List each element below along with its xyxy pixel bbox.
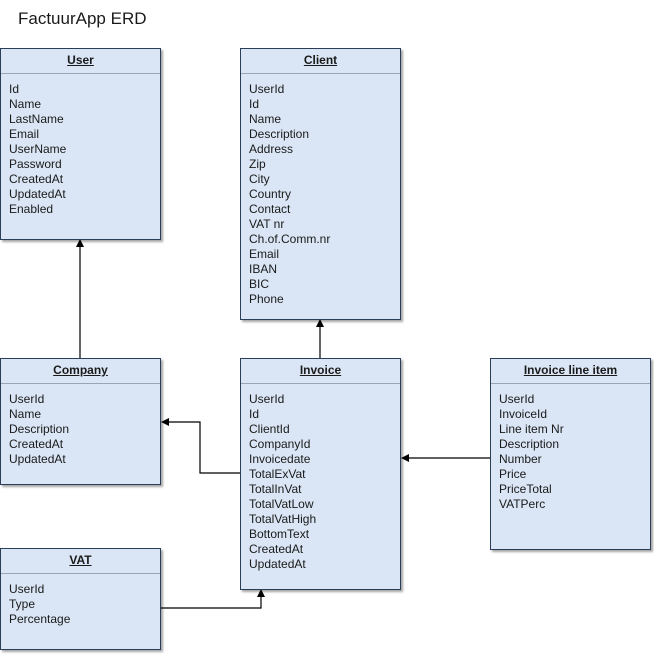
entity-field: Email <box>9 127 40 141</box>
entity-field: Zip <box>249 157 266 171</box>
entity-invoice-header: Invoice <box>241 359 400 384</box>
entity-field: Name <box>9 97 42 111</box>
entity-field: Email <box>249 247 280 261</box>
entity-field: BottomText <box>249 527 310 541</box>
entity-field: IBAN <box>249 262 278 276</box>
entity-field: Name <box>9 407 42 421</box>
connector-invoice-company <box>161 418 240 474</box>
entity-field: Description <box>9 422 70 436</box>
entity-field: Address <box>249 142 294 156</box>
entity-invoice-line-item-header: Invoice line item <box>491 359 650 384</box>
entity-field: Description <box>499 437 560 451</box>
entity-field: UpdatedAt <box>9 452 66 466</box>
entity-field: CreatedAt <box>249 542 304 556</box>
entity-field: PriceTotal <box>499 482 552 496</box>
entity-field: VATPerc <box>499 497 546 511</box>
entity-field: Price <box>499 467 527 481</box>
entity-user-header: User <box>1 49 160 74</box>
entity-field: TotalVatLow <box>249 497 314 511</box>
entity-field: InvoiceId <box>499 407 548 421</box>
entity-field: Description <box>249 127 310 141</box>
entity-field: UpdatedAt <box>9 187 66 201</box>
entity-field: UserName <box>9 142 67 156</box>
entity-field: UserId <box>9 392 45 406</box>
entity-field: Line item Nr <box>499 422 564 436</box>
entity-field: VAT nr <box>249 217 285 231</box>
entity-field: Number <box>499 452 542 466</box>
entity-field: UserId <box>249 82 285 96</box>
entity-field: Invoicedate <box>249 452 311 466</box>
entity-field: Contact <box>249 202 291 216</box>
entity-field: UserId <box>9 582 45 596</box>
entity-field: TotalExVat <box>249 467 306 481</box>
entity-field: Id <box>249 407 260 421</box>
entity-field: Name <box>249 112 282 126</box>
entity-field: ClientId <box>249 422 290 436</box>
entity-field: Enabled <box>9 202 54 216</box>
entity-field: Percentage <box>9 612 71 626</box>
entity-field: Id <box>9 82 20 96</box>
entity-vat-header: VAT <box>1 549 160 574</box>
entity-field: LastName <box>9 112 64 126</box>
entity-field: UserId <box>249 392 285 406</box>
entity-field: Type <box>9 597 36 611</box>
entity-field: Phone <box>249 292 284 306</box>
entity-field: TotalVatHigh <box>249 512 317 526</box>
entity-field: UpdatedAt <box>249 557 306 571</box>
entity-field: Ch.of.Comm.nr <box>249 232 331 246</box>
diagram-title: FactuurApp ERD <box>18 9 147 28</box>
entity-field: Country <box>249 187 292 201</box>
entity-field: Password <box>9 157 62 171</box>
entity-field: CompanyId <box>249 437 311 451</box>
entity-company-header: Company <box>1 359 160 384</box>
entity-field: TotalInVat <box>249 482 302 496</box>
entity-field: BIC <box>249 277 270 291</box>
entity-field: Id <box>249 97 260 111</box>
entity-client-header: Client <box>241 49 400 74</box>
connector-vat-invoice <box>161 589 265 609</box>
entity-field: City <box>249 172 270 186</box>
entity-field: CreatedAt <box>9 437 64 451</box>
entity-field: UserId <box>499 392 535 406</box>
entity-field: CreatedAt <box>9 172 64 186</box>
